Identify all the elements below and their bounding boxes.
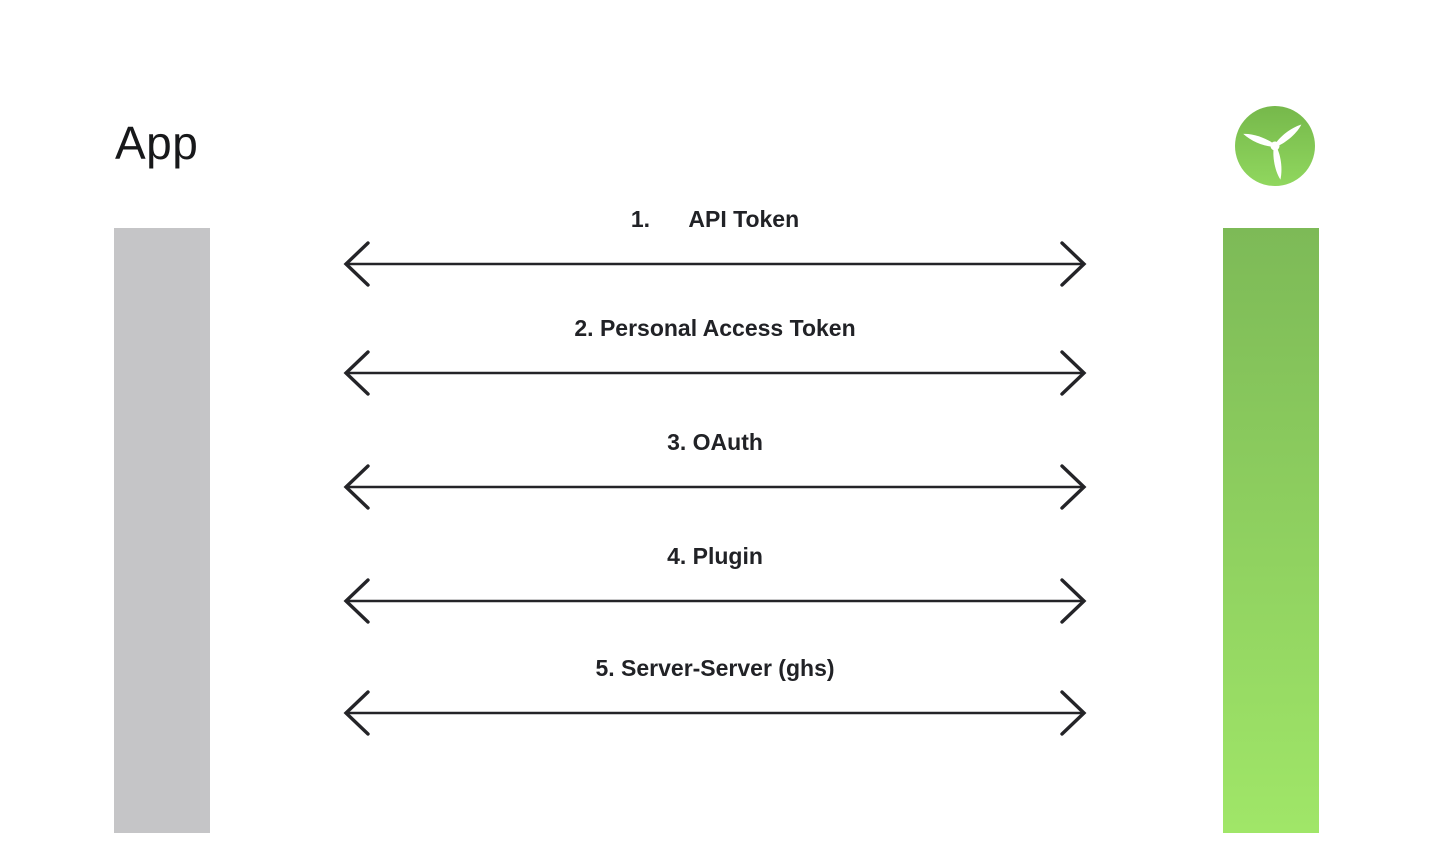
arrow-label-3: 3. OAuth xyxy=(667,429,763,455)
double-headed-arrow-4 xyxy=(343,578,1087,624)
app-column-bar xyxy=(114,228,210,833)
service-column-bar xyxy=(1223,228,1319,833)
arrow-label-4: 4. Plugin xyxy=(667,543,763,569)
wind-turbine-logo-icon xyxy=(1235,106,1315,186)
double-headed-arrow-5 xyxy=(343,690,1087,736)
arrow-row-4: 4. Plugin xyxy=(340,540,1090,627)
arrow-row-3: 3. OAuth xyxy=(340,426,1090,513)
arrow-row-2: 2. Personal Access Token xyxy=(340,312,1090,399)
arrow-label-5: 5. Server-Server (ghs) xyxy=(595,655,835,681)
arrow-row-5: 5. Server-Server (ghs) xyxy=(340,652,1090,739)
arrow-label-2: 2. Personal Access Token xyxy=(574,315,856,341)
double-headed-arrow-1 xyxy=(343,241,1087,287)
double-headed-arrow-2 xyxy=(343,350,1087,396)
arrow-row-1: 1. API Token xyxy=(340,203,1090,290)
arrow-label-1: 1. API Token xyxy=(630,206,800,232)
app-title: App xyxy=(115,117,199,169)
double-headed-arrow-3 xyxy=(343,464,1087,510)
